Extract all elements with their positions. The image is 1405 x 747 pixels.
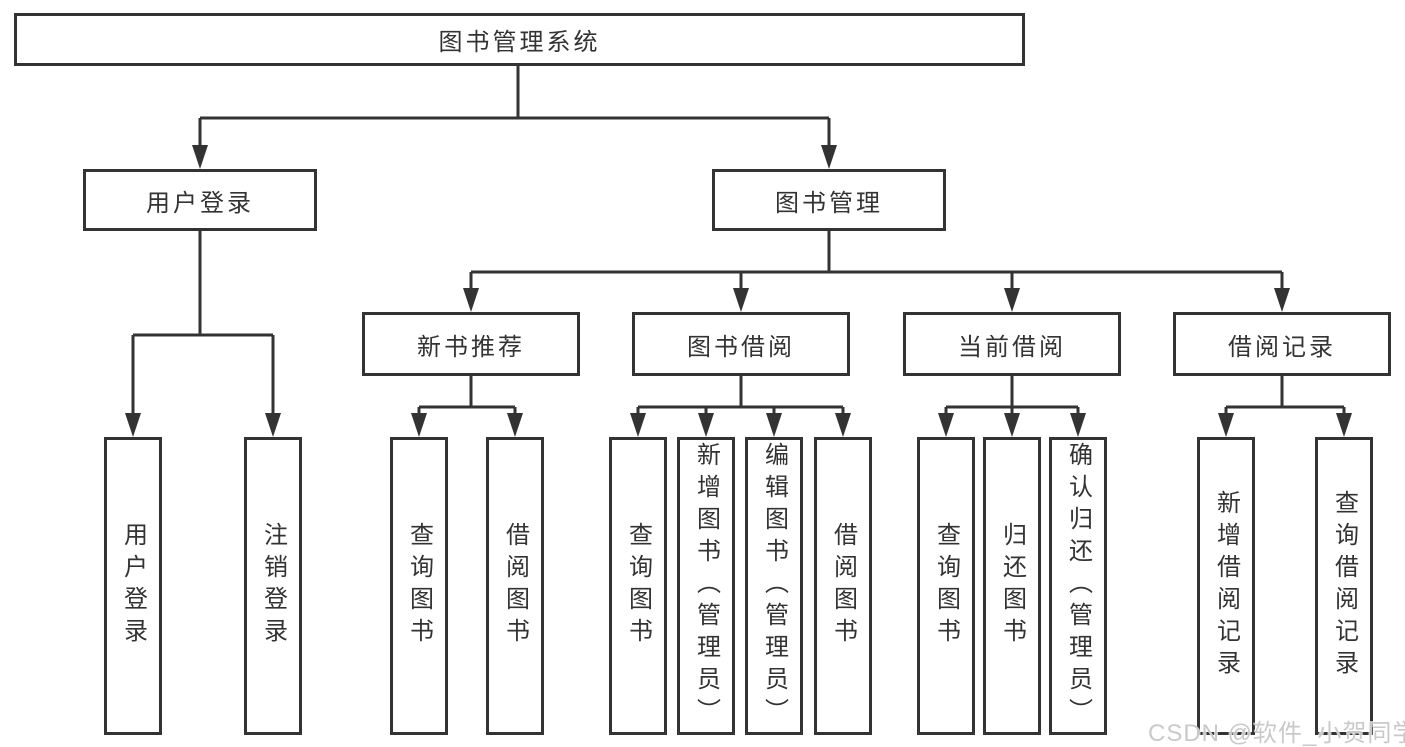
arrowhead-icon — [265, 413, 281, 437]
node-book-mgmt: 图书管理 — [712, 169, 946, 231]
leaf-edit-book-admin: 编辑图书（管理员） — [745, 437, 803, 735]
connector-line — [944, 376, 1080, 418]
arrowhead-icon — [630, 413, 646, 437]
arrowhead-icon — [1070, 413, 1086, 437]
arrowhead-icon — [1218, 413, 1234, 437]
node-library-system: 图书管理系统 — [14, 13, 1025, 66]
leaf-logout-label: 注销登录 — [259, 522, 287, 650]
connector-new-book-children — [411, 376, 523, 437]
leaf-return-books: 归还图书 — [983, 437, 1041, 735]
arrowhead-icon — [1336, 413, 1352, 437]
connector-root-to-level2 — [192, 66, 837, 169]
leaf-query-books-1: 查询图书 — [390, 437, 448, 735]
leaf-borrow-books-2: 借阅图书 — [814, 437, 872, 735]
leaf-query-books-3-label: 查询图书 — [932, 522, 960, 650]
connector-current-borrow-children — [938, 376, 1086, 437]
node-user-login: 用户登录 — [83, 169, 317, 231]
connector-line — [131, 231, 275, 418]
node-library-system-label: 图书管理系统 — [438, 29, 601, 56]
arrowhead-icon — [835, 413, 851, 437]
connector-line — [417, 376, 517, 418]
arrowhead-icon — [411, 413, 427, 437]
leaf-user-login: 用户登录 — [104, 437, 162, 735]
arrowhead-icon — [821, 145, 837, 169]
leaf-borrow-books-1-label: 借阅图书 — [501, 522, 529, 650]
leaf-query-books-3: 查询图书 — [917, 437, 975, 735]
node-book-borrow: 图书借阅 — [632, 312, 850, 376]
node-borrow-records-label: 借阅记录 — [1228, 333, 1336, 361]
leaf-query-books-1-label: 查询图书 — [405, 522, 433, 650]
connector-line — [636, 376, 845, 418]
leaf-query-borrow-record: 查询借阅记录 — [1315, 437, 1373, 735]
arrowhead-icon — [1004, 413, 1020, 437]
arrowhead-icon — [507, 413, 523, 437]
connector-book-borrow-children — [630, 376, 851, 437]
arrowhead-icon — [192, 145, 208, 169]
leaf-user-login-label: 用户登录 — [119, 522, 147, 650]
node-new-book-recommend: 新书推荐 — [362, 312, 580, 376]
leaf-edit-book-admin-label: 编辑图书（管理员） — [760, 442, 788, 730]
node-book-mgmt-label: 图书管理 — [775, 189, 883, 217]
leaf-borrow-books-2-label: 借阅图书 — [829, 522, 857, 650]
leaf-borrow-books-1: 借阅图书 — [486, 437, 544, 735]
node-current-borrow: 当前借阅 — [903, 312, 1121, 376]
arrowhead-icon — [733, 288, 749, 312]
leaf-query-borrow-record-label: 查询借阅记录 — [1330, 490, 1358, 682]
connector-borrow-records-children — [1218, 376, 1352, 437]
leaf-query-books-2: 查询图书 — [609, 437, 667, 735]
arrowhead-icon — [766, 413, 782, 437]
connector-line — [469, 231, 1284, 292]
leaf-add-borrow-record: 新增借阅记录 — [1197, 437, 1255, 735]
arrowhead-icon — [463, 288, 479, 312]
node-new-book-recommend-label: 新书推荐 — [417, 333, 525, 361]
leaf-query-books-2-label: 查询图书 — [624, 522, 652, 650]
node-current-borrow-label: 当前借阅 — [958, 333, 1066, 361]
connector-book-mgmt-to-level3 — [463, 231, 1290, 312]
arrowhead-icon — [125, 413, 141, 437]
arrowhead-icon — [1004, 288, 1020, 312]
leaf-add-book-admin-label: 新增图书（管理员） — [692, 442, 720, 730]
node-user-login-label: 用户登录 — [146, 189, 254, 217]
leaf-add-borrow-record-label: 新增借阅记录 — [1212, 490, 1240, 682]
leaf-logout: 注销登录 — [244, 437, 302, 735]
leaf-return-books-label: 归还图书 — [998, 522, 1026, 650]
leaf-confirm-return-admin: 确认归还（管理员） — [1049, 437, 1107, 735]
leaf-add-book-admin: 新增图书（管理员） — [677, 437, 735, 735]
leaf-confirm-return-admin-label: 确认归还（管理员） — [1064, 442, 1092, 730]
connector-line — [1224, 376, 1346, 418]
connector-line — [198, 66, 831, 150]
csdn-watermark: CSDN @软件_小贺同学 — [1148, 720, 1405, 747]
arrowhead-icon — [698, 413, 714, 437]
arrowhead-icon — [1274, 288, 1290, 312]
connector-user-login-children — [125, 231, 281, 437]
node-book-borrow-label: 图书借阅 — [687, 333, 795, 361]
arrowhead-icon — [938, 413, 954, 437]
node-borrow-records: 借阅记录 — [1173, 312, 1391, 376]
